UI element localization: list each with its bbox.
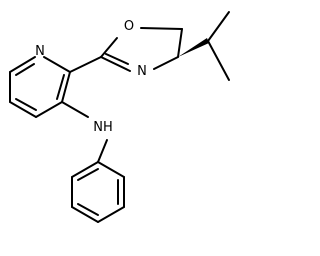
structure-canvas: N O N NH: [9, 11, 230, 223]
bond-c3-nh: [61, 101, 89, 118]
bond-ch-methyl-bottom: [207, 40, 230, 81]
oxazoline-oxygen-label: O: [124, 19, 134, 34]
bond-c4-c3: [35, 101, 63, 118]
oxazoline-ring: [100, 27, 183, 72]
phenyl-bond-6: [97, 161, 125, 178]
bond-c5-c4: [177, 28, 183, 58]
bond-c5-c4: [9, 101, 37, 118]
bond-n-c6: [9, 56, 36, 73]
bond-c5-c4-inner: [15, 98, 37, 111]
isopropyl-group: [207, 11, 230, 81]
phenyl-bond-3: [71, 206, 99, 223]
bond-n-c2-double: [105, 53, 129, 65]
bond-c4-n: [153, 56, 179, 70]
phenyl-bond-4: [97, 206, 125, 223]
bond-ch-methyl-top: [207, 11, 230, 42]
bond-nh-phenyl: [97, 139, 108, 163]
oxazoline-nitrogen-label: N: [137, 64, 147, 79]
phenyl-bond-1-inner: [77, 168, 99, 181]
pyridine-ring: [9, 56, 71, 118]
bond-c3-c2-inner: [56, 74, 65, 100]
bond-n-c2: [43, 56, 71, 73]
phenyl-ring: [71, 161, 125, 223]
bond-o-c5: [140, 27, 183, 30]
bond-n-c2: [100, 56, 131, 72]
stereo-wedge: [178, 38, 209, 57]
bond-c3-c2: [61, 71, 71, 103]
phenyl-bond-1: [71, 161, 99, 178]
phenyl-bond-3-inner: [77, 203, 99, 216]
pyridine-nitrogen-label: N: [35, 44, 45, 59]
molecule-structure: N O N NH: [9, 11, 230, 223]
amine-nh-label: NH: [93, 120, 113, 135]
bond-pyridine-oxazoline: [69, 56, 102, 73]
bond-n-c6-inner: [15, 63, 35, 76]
bond-c2-o: [100, 37, 118, 58]
